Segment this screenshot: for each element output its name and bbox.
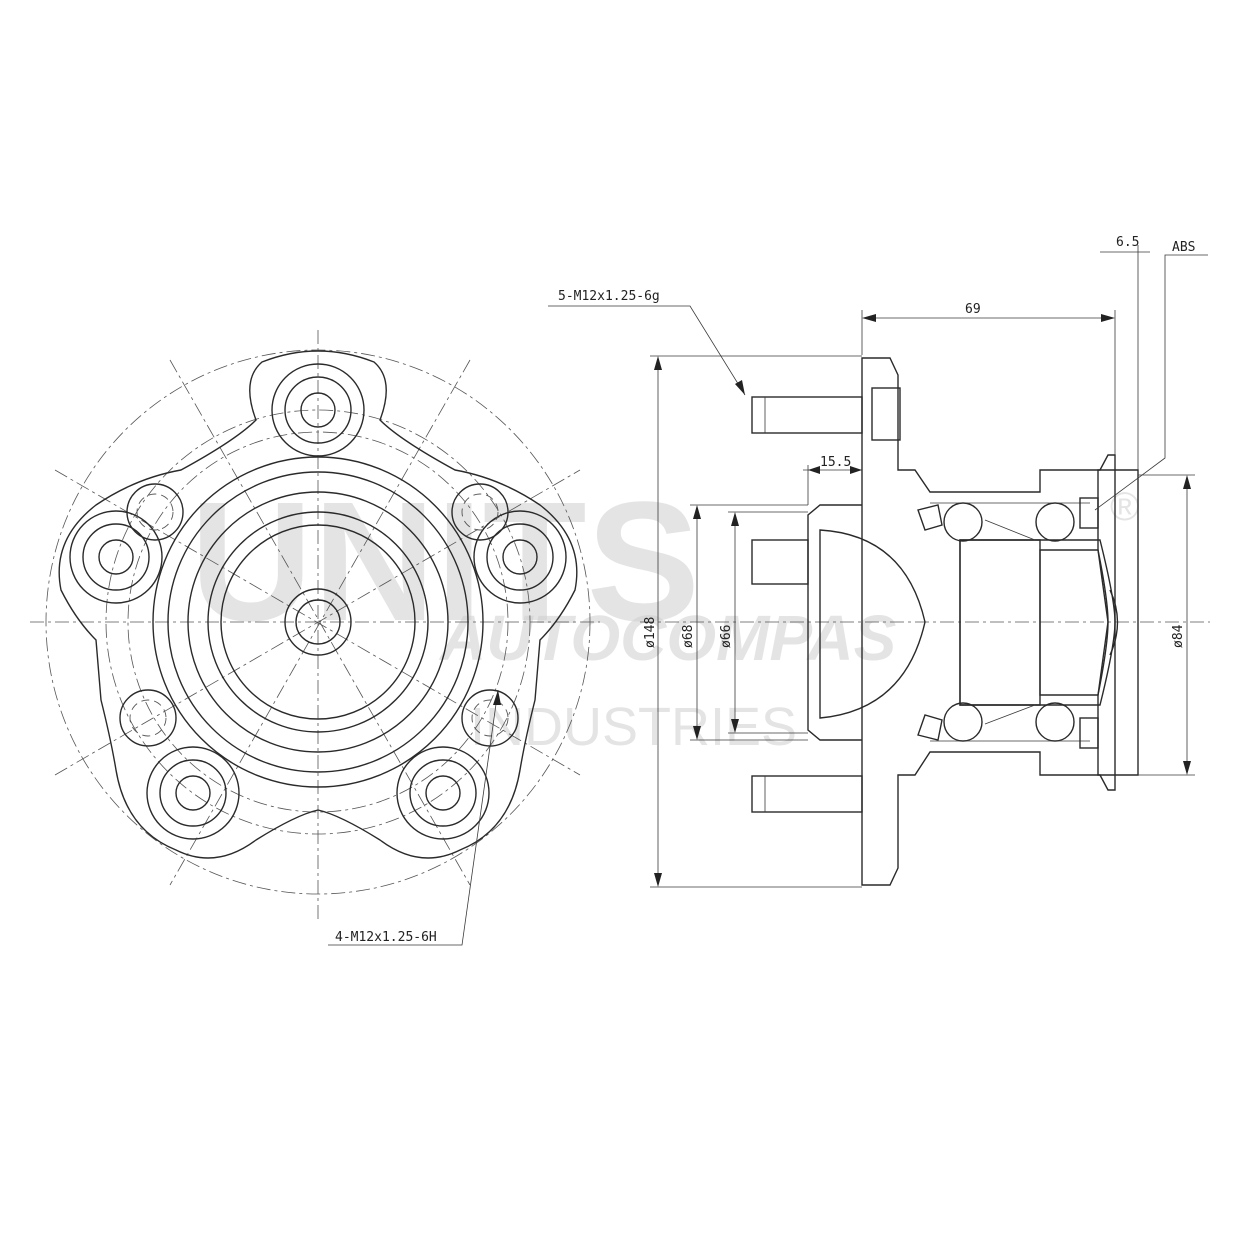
dim-pilot-dia-label: ø68	[681, 625, 696, 648]
mounting-hole	[119, 689, 177, 747]
abs-label: ABS	[1172, 240, 1195, 255]
hole-thread-leader	[328, 689, 499, 946]
mounting-holes	[119, 483, 519, 747]
wheel-stud	[473, 510, 567, 604]
watermark-tagline: INDUSTRIES	[470, 697, 797, 757]
bearing-ball	[943, 702, 983, 742]
flange-outline-circle	[45, 349, 591, 895]
wheel-stud	[396, 746, 490, 840]
front-diag-centerline-4	[169, 359, 471, 886]
stud-pitch-circle	[105, 409, 531, 835]
bearing-ball	[1035, 702, 1075, 742]
dim-body-dia-label: ø84	[1171, 624, 1186, 648]
stud-side-mid	[751, 539, 809, 585]
pilot-cup-inner-arc	[819, 529, 926, 719]
dim-width-label: 69	[965, 302, 981, 317]
dim-depth-label: 15.5	[820, 455, 851, 470]
bearing-ball	[1035, 502, 1075, 542]
watermark-brand: AUTOCOMPAS	[438, 602, 897, 674]
watermark: UNITS AUTOCOMPAS INDUSTRIES ®	[190, 467, 1139, 757]
bore-chamfer	[1109, 589, 1119, 656]
hub-ring-4	[207, 511, 429, 733]
stud-side-bottom	[751, 775, 863, 813]
hole-pitch-circle	[127, 431, 509, 813]
inner-seal-top	[917, 504, 943, 531]
hole-thread-arrow	[493, 690, 501, 705]
inner-ring-section-right	[1039, 549, 1109, 696]
stud-side-top	[751, 387, 901, 441]
mounting-hole	[126, 483, 184, 541]
stud-thread-leader	[548, 305, 746, 396]
front-view: 4-M12x1.25-6H	[30, 330, 600, 946]
abs-leader	[1094, 254, 1208, 511]
wheel-stud	[271, 363, 365, 457]
dim-bore-dia-label: ø66	[719, 625, 734, 648]
inner-bore	[959, 539, 1116, 706]
wheel-studs	[69, 363, 567, 840]
mounting-hole	[451, 483, 509, 541]
wheel-stud	[69, 510, 163, 604]
hub-ring-5	[220, 524, 416, 720]
hub-ring-3	[187, 491, 449, 753]
hole-thread-label: 4-M12x1.25-6H	[335, 930, 437, 945]
abs-seal-top	[1079, 497, 1099, 529]
stud-thread-label: 5-M12x1.25-6g	[558, 289, 660, 304]
abs-seal-bottom	[1079, 717, 1099, 749]
flange-contour	[58, 350, 578, 859]
hub-center-bore	[284, 588, 352, 656]
section-view: 69 6.5 ABS 15.5 5-M12x1.25-6g ø148 ø68	[548, 235, 1210, 888]
hub-ring-outer	[152, 456, 484, 788]
inner-ring-section	[959, 539, 1041, 706]
hub-ring-2	[167, 471, 469, 773]
inner-seal-bottom	[917, 714, 943, 741]
wheel-stud	[146, 746, 240, 840]
pilot-cup	[807, 504, 862, 741]
dim-offset-label: 6.5	[1116, 235, 1139, 250]
dim-flange-dia-label: ø148	[643, 617, 658, 648]
hub-center-inner	[295, 599, 341, 645]
bearing-ball	[943, 502, 983, 542]
hub-flange-section	[861, 357, 1116, 886]
